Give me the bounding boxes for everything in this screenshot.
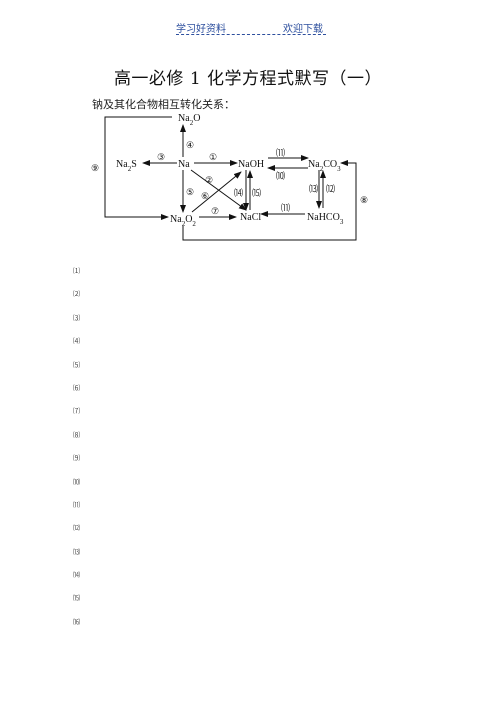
- arrow-na2o2-naoh: [191, 171, 242, 213]
- label-r11b: ⑾: [281, 202, 290, 213]
- answer-line: ⑹: [73, 383, 80, 392]
- answer-line: ⑶: [73, 313, 80, 322]
- label-r8: ⑧: [360, 195, 368, 205]
- answer-line: ⑼: [73, 454, 80, 463]
- species-labels: Na2O Na2S Na NaOH Na2CO3 Na2O2 NaCl NaHC…: [116, 113, 344, 228]
- label-r6: ⑥: [201, 191, 209, 201]
- label-r14: ⒁: [234, 187, 243, 198]
- label-r3: ③: [157, 152, 165, 162]
- answer-line: ⑻: [73, 430, 80, 439]
- species-na2o2: Na2O2: [170, 214, 196, 228]
- label-r1: ①: [209, 152, 217, 162]
- label-r9: ⑨: [91, 163, 99, 173]
- label-r2: ②: [205, 175, 213, 185]
- answer-line: ⑴: [73, 267, 80, 275]
- label-r7: ⑦: [211, 206, 219, 216]
- answer-list: ⑴ ⑵ ⑶ ⑷ ⑸ ⑹ ⑺ ⑻ ⑼ ⑽ ⑾ ⑿ ⒀ ⒁ ⒂ ⒃: [73, 266, 80, 640]
- diagram-arrows: [104, 116, 357, 241]
- diagram-caption: 钠及其化合物相互转化关系：: [92, 98, 235, 111]
- species-na2co3: Na2CO3: [308, 159, 341, 173]
- page-title: 高一必修 1 化学方程式默写（一）: [113, 69, 383, 89]
- answer-line: ⑷: [73, 337, 80, 346]
- answer-line: ⒂: [73, 594, 80, 603]
- species-na2s: Na2S: [116, 159, 137, 173]
- answer-line: ⑿: [73, 524, 80, 533]
- species-naoh: NaOH: [238, 159, 264, 170]
- answer-line: ⒃: [73, 617, 80, 626]
- species-na: Na: [178, 159, 190, 170]
- answer-line: ⒁: [73, 571, 80, 580]
- answer-line: ⑺: [73, 407, 80, 416]
- species-nacl: NaCl: [240, 212, 261, 223]
- page-header: 学习好资料 欢迎下载: [0, 20, 496, 35]
- header-right: 欢迎下载: [283, 24, 323, 35]
- answer-line: ⑸: [73, 360, 80, 369]
- label-r4: ④: [186, 140, 194, 150]
- label-r15: ⒂: [252, 187, 261, 198]
- label-r5: ⑤: [186, 187, 194, 197]
- answer-line: ⒀: [73, 547, 80, 556]
- label-r10: ⑽: [276, 170, 285, 181]
- label-r11a: ⑾: [276, 147, 285, 158]
- header-divider: [176, 34, 326, 35]
- answer-line: ⑾: [73, 500, 80, 509]
- label-r12: ⑿: [326, 183, 335, 194]
- reaction-labels: ④ ③ ① ② ⑤ ⑥ ⑦ ⒁ ⒂ ⑾ ⑽ ⒀ ⑿ ⑾ ⑧ ⑨: [91, 140, 368, 216]
- arrow-na2o-na2o2: [104, 116, 172, 220]
- label-r13: ⒀: [309, 183, 318, 194]
- answer-line: ⑽: [73, 477, 80, 486]
- answer-line: ⑵: [73, 290, 80, 299]
- header-left: 学习好资料: [176, 24, 226, 35]
- arrow-na2o2-na2co3: [182, 160, 357, 241]
- species-nahco3: NaHCO3: [307, 212, 344, 226]
- species-na2o: Na2O: [178, 113, 200, 127]
